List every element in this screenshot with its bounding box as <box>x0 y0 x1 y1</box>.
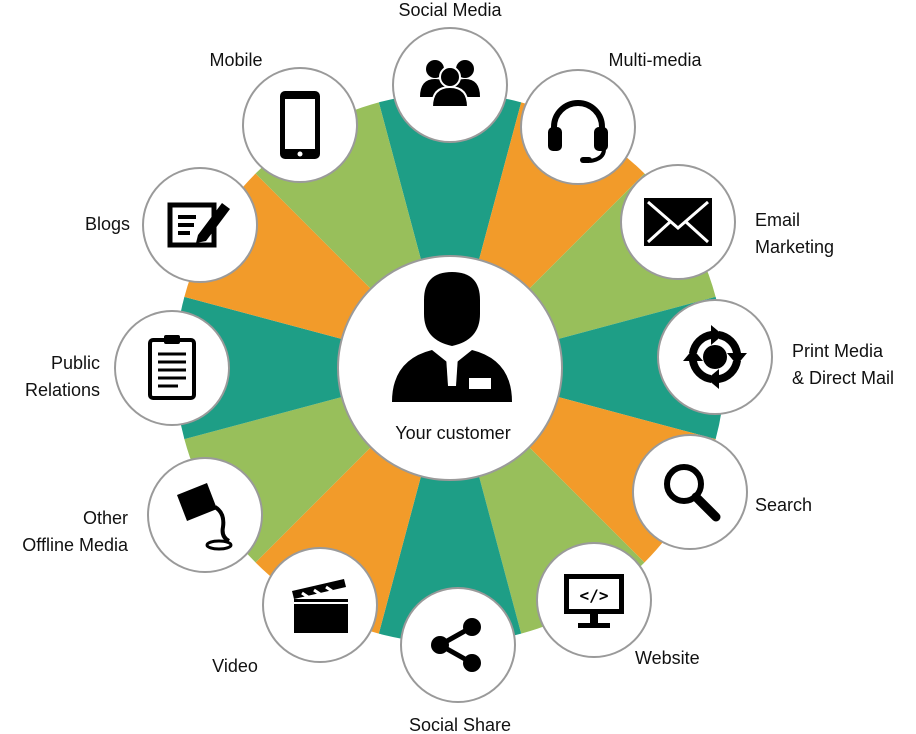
clapperboard-icon <box>292 579 348 633</box>
channel-label: Mobile <box>209 50 262 70</box>
channel-label: Social Media <box>398 0 502 20</box>
smartphone-icon <box>280 91 320 159</box>
clipboard-icon <box>148 335 196 400</box>
center-node: Your customer <box>337 255 563 481</box>
notepad-pencil-icon <box>167 202 230 248</box>
channel-label: Offline Media <box>22 535 129 555</box>
code-monitor-icon: </> <box>564 574 624 628</box>
center-label: Your customer <box>395 423 510 443</box>
channel-label: Search <box>755 495 812 515</box>
channel-label: Video <box>212 656 258 676</box>
channel-node <box>620 164 736 280</box>
svg-text:</>: </> <box>580 586 609 605</box>
channel-node <box>114 310 230 426</box>
channel-label: Marketing <box>755 237 834 257</box>
channel-label: Social Share <box>409 715 511 734</box>
wedge-teal <box>175 296 451 440</box>
channel-label: Other <box>83 508 128 528</box>
paint-bucket-icon <box>177 483 233 551</box>
channel-label: Multi-media <box>608 50 702 70</box>
channel-label: & Direct Mail <box>792 368 894 388</box>
channel-label: Website <box>635 648 700 668</box>
channel-node <box>632 434 748 550</box>
channel-node <box>392 27 508 143</box>
channel-label: Relations <box>25 380 100 400</box>
wedge-teal <box>378 368 522 643</box>
channel-label: Print Media <box>792 341 884 361</box>
channel-label: Blogs <box>85 214 130 234</box>
channel-node: </> <box>536 542 652 658</box>
share-icon <box>431 618 481 672</box>
customer-icon <box>392 272 512 402</box>
channel-node <box>142 167 258 283</box>
wedge-teal <box>450 296 725 440</box>
channel-node <box>520 69 636 185</box>
channel-label: Public <box>51 353 100 373</box>
channel-node <box>242 67 358 183</box>
channel-node <box>262 547 378 663</box>
channel-label: Email <box>755 210 800 230</box>
channel-node <box>147 457 263 573</box>
magnifier-icon <box>664 464 721 522</box>
cycle-arrows-icon <box>683 325 747 389</box>
channel-node <box>657 299 773 415</box>
headset-icon <box>548 100 608 163</box>
envelope-icon <box>644 198 712 246</box>
wedge-teal <box>378 93 522 369</box>
people-icon <box>420 60 480 108</box>
channel-node <box>400 587 516 703</box>
